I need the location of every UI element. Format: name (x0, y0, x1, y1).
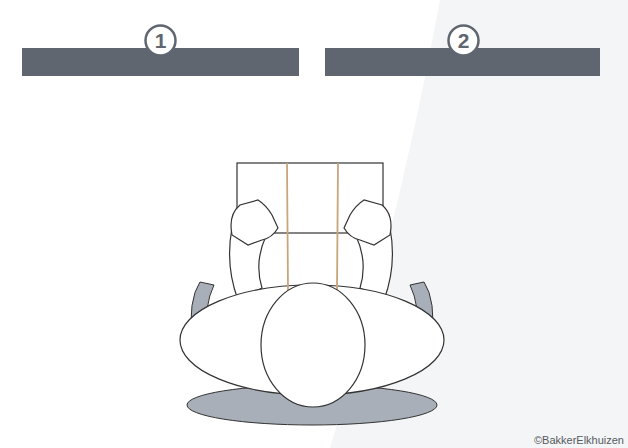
sight-line (337, 163, 338, 290)
hand (231, 200, 278, 245)
callout-number: 2 (458, 30, 470, 51)
callout-circle: 1 (144, 24, 177, 57)
sight-line (287, 163, 288, 290)
copyright-note: ©BakkerElkhuizen (534, 434, 624, 446)
head (261, 283, 365, 407)
hand (344, 200, 391, 245)
callout-circle: 2 (447, 24, 480, 57)
callout-number: 1 (155, 30, 167, 51)
